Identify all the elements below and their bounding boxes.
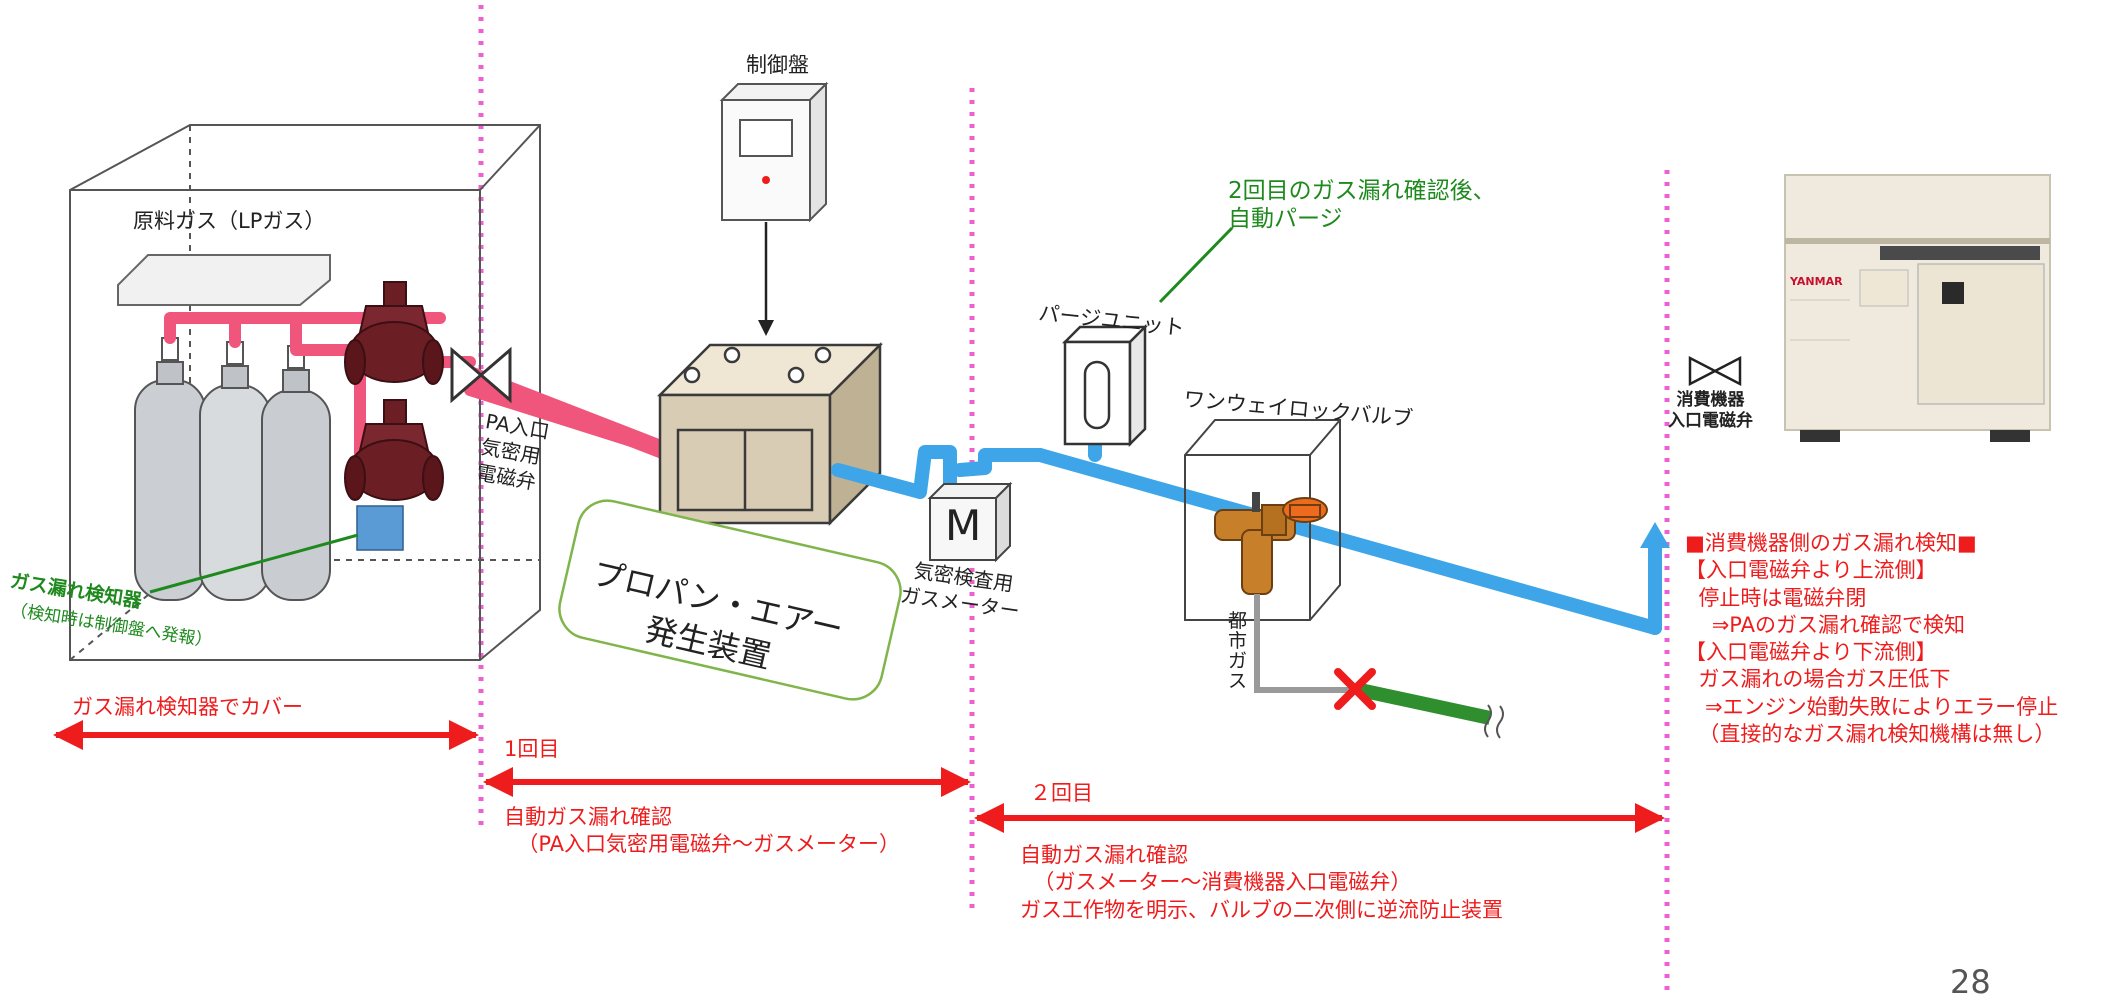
first-round-label: 1回目 xyxy=(504,737,560,761)
detector-cover-label: ガス漏れ検知器でカバー xyxy=(72,695,303,719)
gas-detector-leader xyxy=(149,533,359,594)
cabinet-shelf xyxy=(117,254,331,306)
gas-meter-unit xyxy=(927,481,1013,563)
control-panel-label: 制御盤 xyxy=(746,53,809,77)
pipe-break-mark xyxy=(1484,704,1504,739)
control-signal-arrowhead xyxy=(758,320,774,336)
lp-gas-cylinders xyxy=(134,337,331,601)
first-check-label: 自動ガス漏れ確認 （PA入口気密用電磁弁～ガスメーター） xyxy=(504,805,901,857)
regulator-valve-upper xyxy=(344,281,444,385)
control-panel-unit xyxy=(719,81,829,223)
purge-unit-box xyxy=(1061,323,1149,448)
consumer-side-detection-note: ■消費機器側のガス漏れ検知■ 【入口電磁弁より上流側】 停止時は電磁弁閉 ⇒PA… xyxy=(1685,531,2059,747)
generator-label-frame xyxy=(558,499,902,701)
pa-inlet-solenoid-valve-symbol xyxy=(450,346,512,404)
pa-inlet-valve-label: PA入口 気密用 電磁弁 xyxy=(474,408,552,495)
city-gas-pipes xyxy=(831,423,1662,635)
regulator-valve-lower xyxy=(344,399,444,501)
city-gas-flow-arrowhead xyxy=(1640,522,1670,548)
yanmar-ghp-unit xyxy=(1784,174,2051,442)
yanmar-logo: YANMAR xyxy=(1790,275,1843,288)
backflow-block-x-icon xyxy=(1334,668,1376,710)
gas-leak-detector xyxy=(356,505,404,551)
city-gas-inlet-pipe-green xyxy=(1358,683,1492,725)
one-way-lock-valve xyxy=(1214,492,1328,595)
one-way-lock-valve-box xyxy=(1184,419,1341,621)
second-check-label: 自動ガス漏れ確認 （ガスメーター～消費機器入口電磁弁） ガス工作物を明示、バルブ… xyxy=(1020,843,1503,922)
consumer-inlet-solenoid-valve-symbol xyxy=(1688,355,1742,387)
purge-note-leader xyxy=(1158,226,1234,304)
page-number: 28 xyxy=(1950,963,1991,1001)
city-gas-label: 都 市 ガ ス xyxy=(1228,610,1248,692)
consumer-valve-label: 消費機器 入口電磁弁 xyxy=(1668,390,1753,432)
city-gas-inlet-pipe xyxy=(1254,594,1360,693)
lp-gas-cabinet xyxy=(69,124,541,661)
raw-gas-label: 原料ガス（LPガス） xyxy=(133,209,326,233)
propane-air-generator-unit xyxy=(656,341,884,527)
purge-note: 2回目のガス漏れ確認後、 自動パージ xyxy=(1228,178,1496,232)
gas-meter-symbol: M xyxy=(945,501,982,550)
second-round-label: ２回目 xyxy=(1030,781,1093,805)
